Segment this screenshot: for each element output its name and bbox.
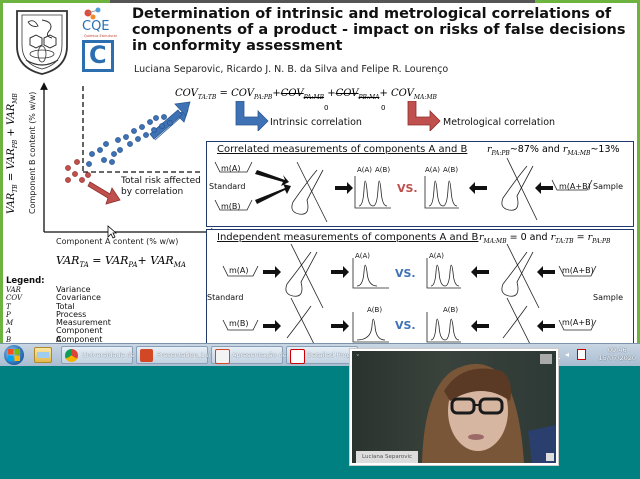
zero-annotation: 0 [381, 104, 386, 112]
peak-a-label: A(A) [357, 166, 373, 174]
standard-label: Standard [209, 182, 246, 191]
file-explorer-icon [37, 352, 49, 358]
scatter-plot [40, 82, 219, 236]
independent-measurements-box: Independent measurements of components A… [206, 229, 634, 343]
sample-label: Sample [593, 182, 623, 191]
peak-a-label: A(A) [425, 166, 441, 174]
resize-icon[interactable] [546, 453, 554, 461]
windows-start-button[interactable] [4, 345, 24, 365]
peak-a-label: A(A) [355, 252, 371, 260]
risk-label: Total risk affected by correlation [121, 176, 201, 197]
correlation-stats: rPA:PB~87% and rMA:MB~13% [487, 144, 620, 157]
peak-b-label: A(B) [443, 306, 459, 314]
slide-frame-top [110, 0, 218, 3]
slide-authors: Luciana Separovic, Ricardo J. N. B. da S… [134, 64, 449, 75]
participant-video-image [422, 363, 556, 463]
peak-b-label: A(B) [367, 306, 383, 314]
taskbar-item-apresentacao[interactable]: Apresentação de ... [211, 346, 295, 364]
slide-frame-right [637, 0, 640, 343]
expand-icon[interactable] [540, 354, 552, 364]
cov-equation: COVTA:TB = COVPA:PB+COVPA:MB +COVPB:MA+ … [175, 88, 437, 101]
powerpoint-icon [215, 349, 230, 364]
mass-a-label: m(A) [221, 164, 241, 173]
correlated-measurements-box: Correlated measurements of components A … [206, 141, 634, 227]
zero-annotation: 0 [324, 104, 329, 112]
pdf-icon [290, 349, 305, 364]
metrological-arrow-icon [407, 101, 441, 131]
slide-title: Determination of intrinsic and metrologi… [132, 6, 626, 54]
metrological-correlation-label: Metrological correlation [443, 117, 556, 128]
independent-diagram [222, 243, 597, 343]
mass-b-label: m(B) [221, 202, 241, 211]
var-tb-equation: VARTB = VARPB + VARMB [6, 93, 19, 214]
svg-text:Química Estrutural: Química Estrutural [84, 34, 117, 38]
slide-frame-top-right [535, 0, 640, 3]
slide-frame-top [218, 0, 640, 3]
mass-b-label: m(B) [229, 319, 249, 328]
participant-video-feed: ˅ Luciana Separovic [352, 351, 556, 463]
sample-label: Sample [593, 293, 623, 302]
system-clock[interactable]: 09:46 15/07/2020 [598, 346, 636, 362]
volume-icon[interactable]: ◂ [565, 350, 570, 359]
var-ta-equation: VARTA = VARPA+ VARMA [56, 254, 186, 270]
presentation-slide: CQE Química Estrutural C Determination o… [0, 0, 640, 343]
taskbar-item-chrome[interactable]: Universidade de S... [61, 346, 147, 364]
independence-stats: rMA:MB = 0 and rTA:TB = rPA:PB [479, 232, 611, 245]
windows-start-icon [8, 349, 20, 361]
cqe-logo: CQE Química Estrutural [82, 7, 117, 38]
vs-label: VS. [395, 319, 416, 332]
mouse-cursor-icon [107, 225, 117, 239]
university-shield-logo [16, 10, 68, 75]
participant-name-tag: Luciana Separovic [356, 451, 418, 463]
chevron-down-icon[interactable]: ˅ [356, 354, 360, 362]
slide-frame-top [0, 0, 110, 3]
intrinsic-arrow-icon [235, 101, 269, 131]
slide-frame-left [0, 0, 3, 343]
chrome-icon [65, 349, 78, 362]
file-explorer-button[interactable] [34, 347, 52, 363]
peak-b-label: A(B) [375, 166, 391, 174]
powerpoint-icon [140, 349, 153, 362]
intrinsic-correlation-label: Intrinsic correlation [270, 117, 362, 128]
mass-a-label: m(A) [229, 266, 249, 275]
svg-text:CQE: CQE [82, 19, 110, 34]
peak-a-label: A(A) [429, 252, 445, 260]
mass-ab-label: m(A+B) [562, 318, 594, 327]
vs-label: VS. [395, 267, 416, 280]
vs-label: VS. [397, 182, 418, 195]
x-axis-label: Component A content (% w/w) [56, 237, 179, 246]
video-call-window[interactable]: ˅ Luciana Separovic [349, 348, 559, 466]
taskbar-item-presentation[interactable]: Presentation_Luci... [136, 346, 220, 364]
security-alert-icon[interactable] [577, 349, 586, 360]
taskbar-item-detailed-program[interactable]: Detailed Program... [286, 346, 370, 364]
correlated-diagram [214, 157, 593, 223]
c-logo: C [82, 40, 114, 72]
mass-ab-label: m(A+B) [559, 182, 591, 191]
y-axis-label: Component B content (% w/w) [28, 91, 37, 214]
standard-label: Standard [207, 293, 244, 302]
mass-ab-label: m(A+B) [562, 266, 594, 275]
peak-b-label: A(B) [443, 166, 459, 174]
